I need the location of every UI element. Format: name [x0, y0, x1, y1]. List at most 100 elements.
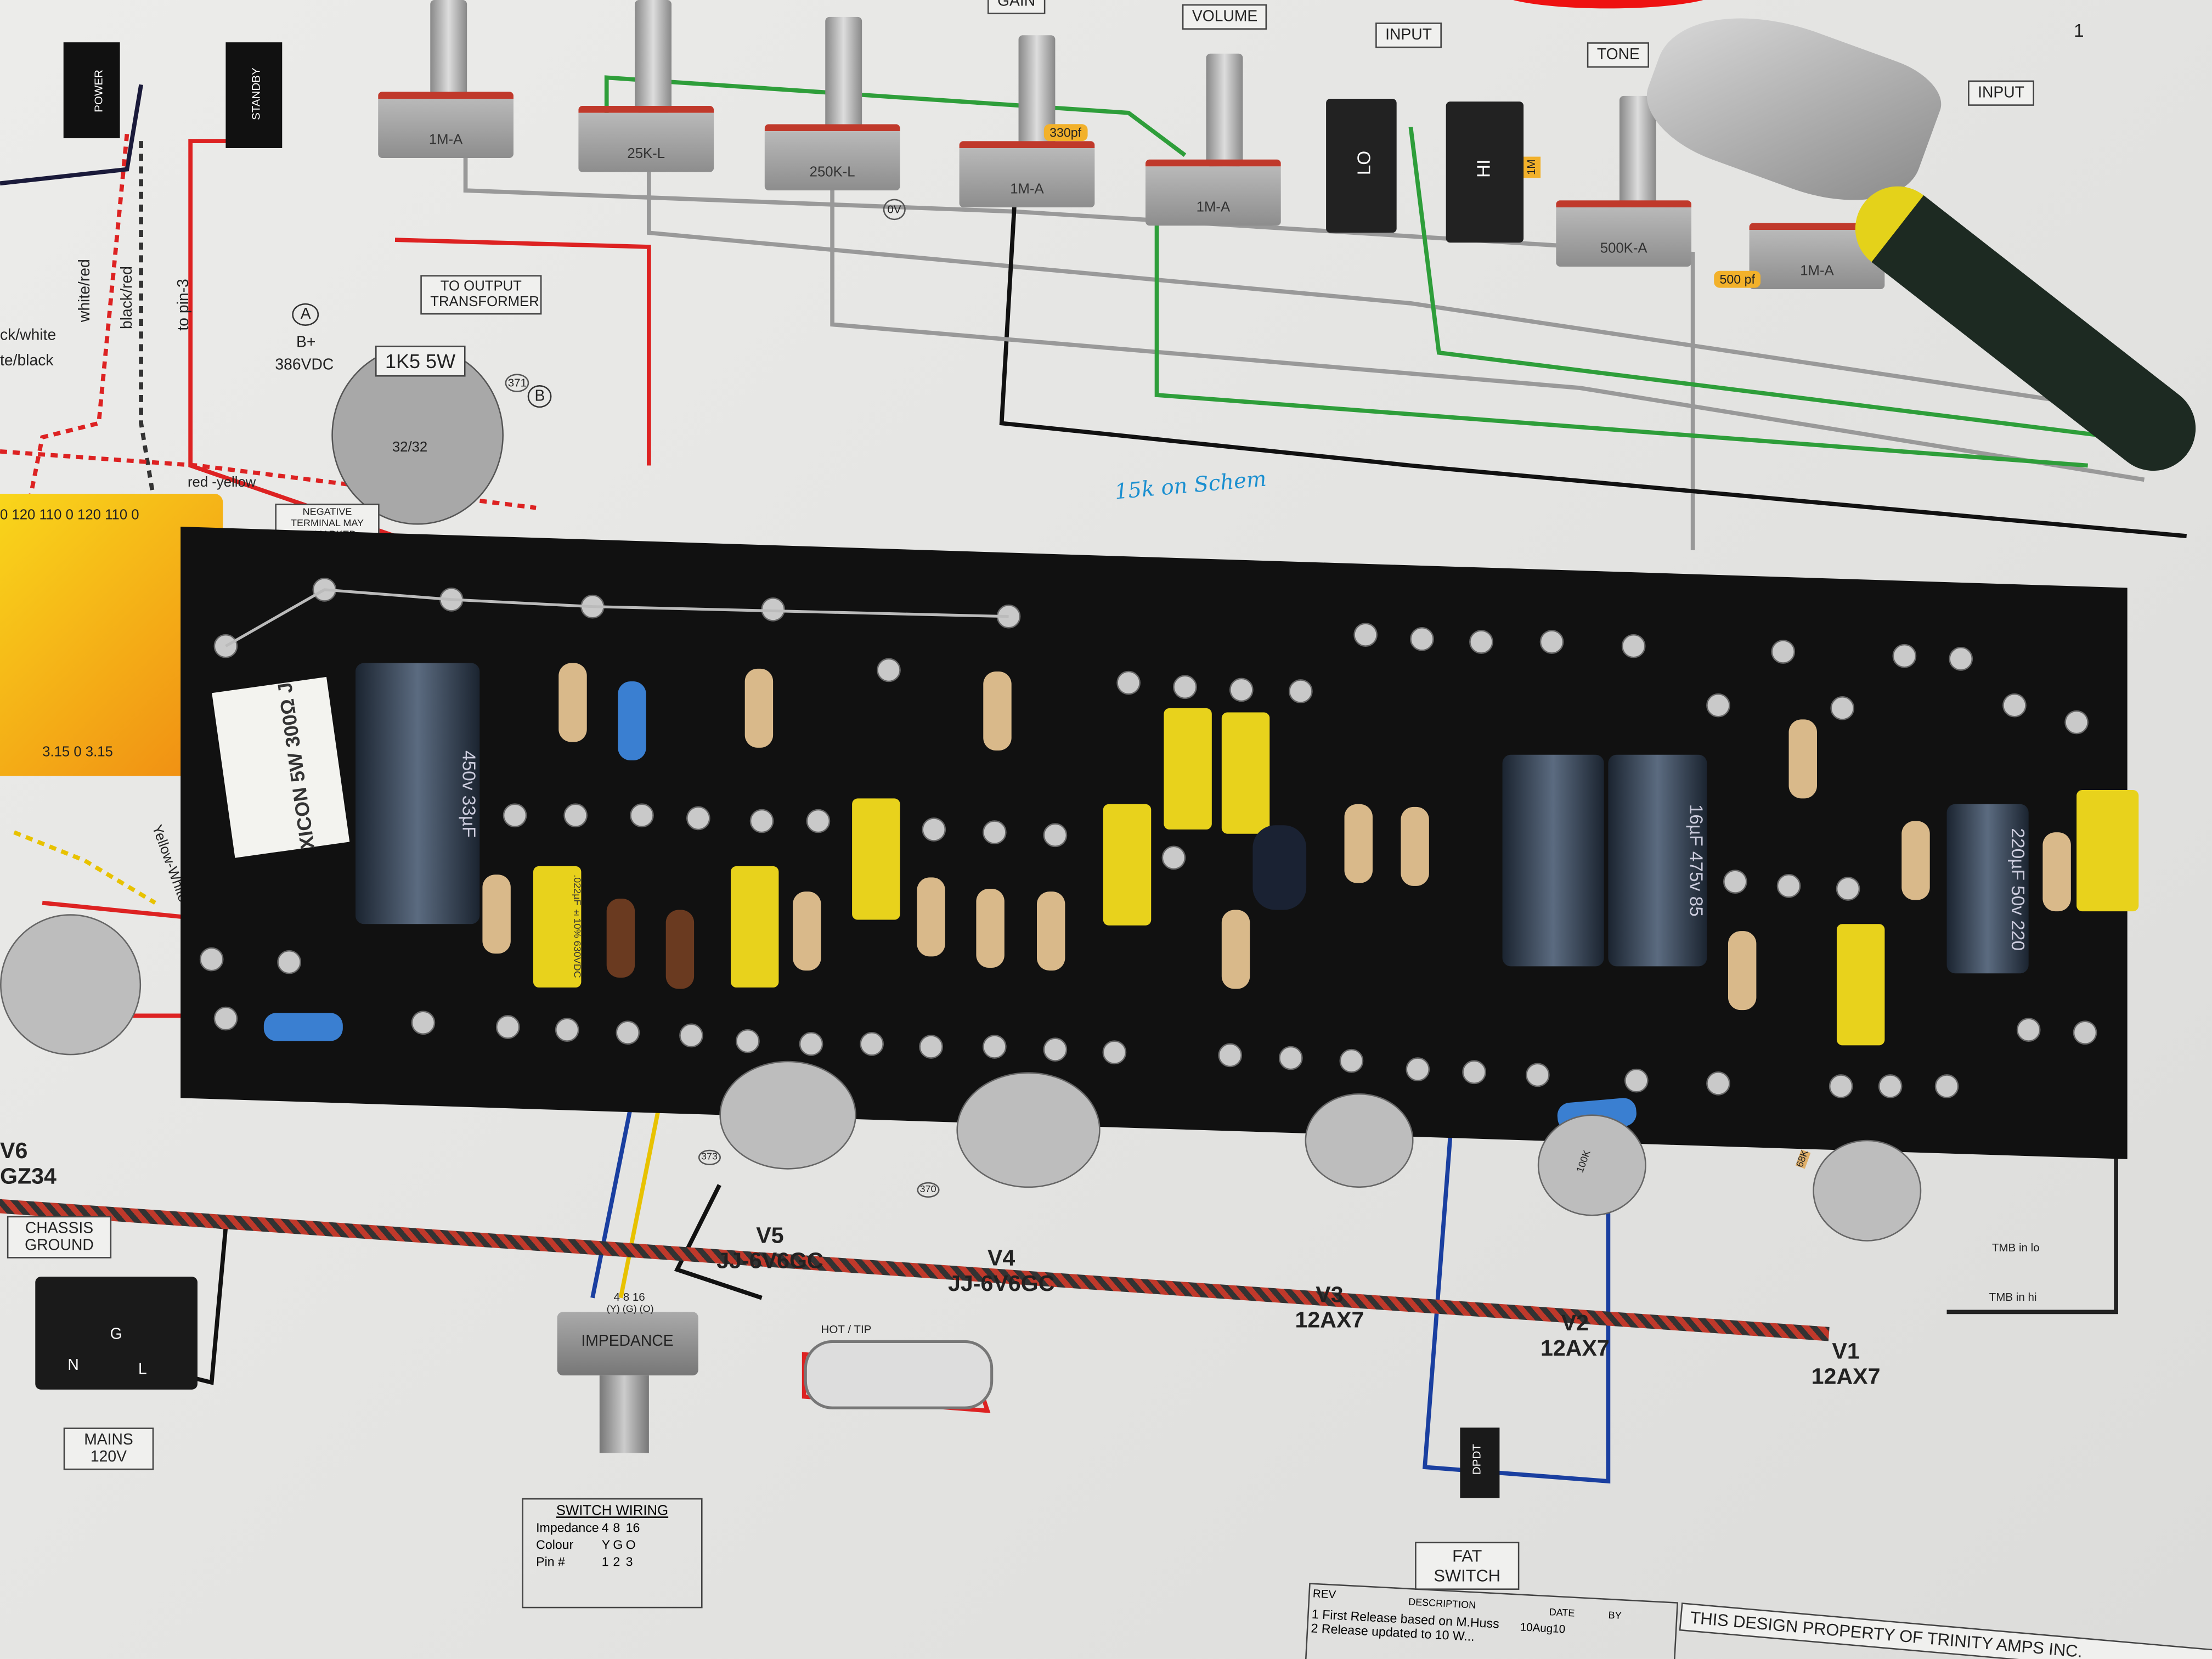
turret-lug [277, 950, 301, 974]
socket-v5 [719, 1060, 856, 1170]
pot-2: 25K-L [578, 105, 714, 172]
resistor [618, 681, 646, 760]
turret-lug [860, 1031, 884, 1056]
impedance-shaft [599, 1375, 649, 1453]
title-rev: REV [1312, 1587, 1336, 1601]
film-cap [1103, 804, 1152, 926]
resistor [793, 891, 821, 971]
turret-lug [1539, 630, 1564, 654]
bplus-voltage: 386VDC [275, 357, 334, 374]
turret-lug [735, 1029, 760, 1053]
turret-lug [1161, 845, 1186, 870]
resistor [1901, 821, 1930, 900]
pot-shaft [825, 16, 862, 130]
transformer-taps-top: 0 120 110 0 120 110 0 [0, 507, 139, 523]
power-switch [63, 42, 120, 138]
turret-lug [679, 1023, 703, 1048]
turret-lug [1116, 670, 1141, 695]
tube-v2-name: V2 [1561, 1312, 1589, 1336]
tube-v5-name: V5 [756, 1224, 784, 1249]
mains-120v: MAINS 120V [63, 1427, 154, 1470]
jack-hi [1446, 101, 1524, 243]
ground-g: G [110, 1326, 122, 1343]
turret-lug [749, 809, 774, 833]
electrolytic-cap-4: 220µF 50v 220 [1946, 804, 2029, 974]
film-cap [1164, 708, 1212, 830]
turret-lug [922, 817, 946, 842]
marker-a: A [292, 303, 320, 326]
socket-v4 [956, 1072, 1101, 1188]
turret-lug [2064, 710, 2089, 735]
turret-lug [495, 1015, 520, 1039]
label-input-2: INPUT [1968, 80, 2034, 106]
film-cap: .022µF ±10% 630VDC [533, 866, 582, 988]
wire-label-red-yellow: red -yellow [187, 475, 256, 491]
pot-1: 1M-A [378, 92, 514, 158]
pot-4: 1M-A [959, 141, 1095, 207]
resistor [482, 874, 511, 954]
turret-lug [1406, 1057, 1430, 1081]
tube-v6-type: GZ34 [0, 1165, 57, 1189]
title-description: DESCRIPTION [1408, 1598, 1476, 1612]
to-output-transformer: TO OUTPUT TRANSFORMER [420, 275, 542, 315]
resistor [606, 898, 635, 978]
film-cap [852, 798, 900, 920]
resistor [1788, 719, 1817, 799]
turret-lug [1102, 1040, 1127, 1065]
turret-lug [1706, 1071, 1730, 1096]
title-date: DATE [1549, 1608, 1575, 1620]
socket-v3 [1305, 1093, 1414, 1188]
resistor [1221, 910, 1250, 989]
turret-lug [2002, 693, 2027, 718]
resistor [1401, 806, 1429, 886]
label-gain: GAIN [987, 0, 1046, 14]
turret-lug [1836, 877, 1860, 901]
turret-lug [1934, 1074, 1959, 1098]
turret-lug [799, 1031, 823, 1056]
resistor-1k5-5w: 1K5 5W [375, 345, 466, 377]
film-cap [2076, 789, 2139, 912]
resistor [917, 877, 945, 957]
tube-v1-name: V1 [1832, 1340, 1860, 1364]
cell: 16 [625, 1520, 640, 1535]
fat-switch-label: FAT SWITCH [1415, 1542, 1520, 1590]
cell: G [613, 1537, 623, 1552]
turret-lug [919, 1035, 943, 1059]
turret-lug [213, 1006, 238, 1031]
turret-lug [616, 1020, 640, 1045]
electrolytic-cap-3 [1502, 754, 1604, 967]
turret-lug [877, 658, 901, 682]
turret-lug [686, 806, 710, 831]
turret-lug [1878, 1074, 1903, 1098]
turret-lug [563, 803, 588, 828]
tube-v5-type: JJ-6V6GC [716, 1250, 823, 1274]
resistor [2042, 832, 2071, 912]
turret-lug [1829, 1074, 1853, 1098]
turret-lug [982, 820, 1007, 844]
wire-label-black-white: ck/white [0, 327, 57, 345]
film-cap [1221, 712, 1270, 834]
electrolytic-cap-2: 16µF 475v 85 [1608, 754, 1707, 967]
jack-lo [1326, 98, 1397, 233]
turret-lug [1771, 640, 1796, 664]
label-volume: VOLUME [1182, 4, 1268, 30]
turret-lug [1173, 675, 1197, 699]
cell: 3 [625, 1554, 633, 1569]
tmb-in-lo: TMB in lo [1991, 1241, 2040, 1254]
page-number: 1 [2073, 19, 2084, 41]
label-tone: TONE [1587, 42, 1650, 68]
resistor [558, 663, 587, 742]
tube-v4-name: V4 [987, 1247, 1015, 1271]
pot-3: 250K-L [764, 124, 900, 191]
resistor [744, 668, 774, 748]
resistor [976, 888, 1005, 968]
filter-cap-value: 32/32 [392, 440, 428, 456]
turret-lug [1830, 696, 1855, 720]
cell: Impedance [536, 1520, 599, 1535]
